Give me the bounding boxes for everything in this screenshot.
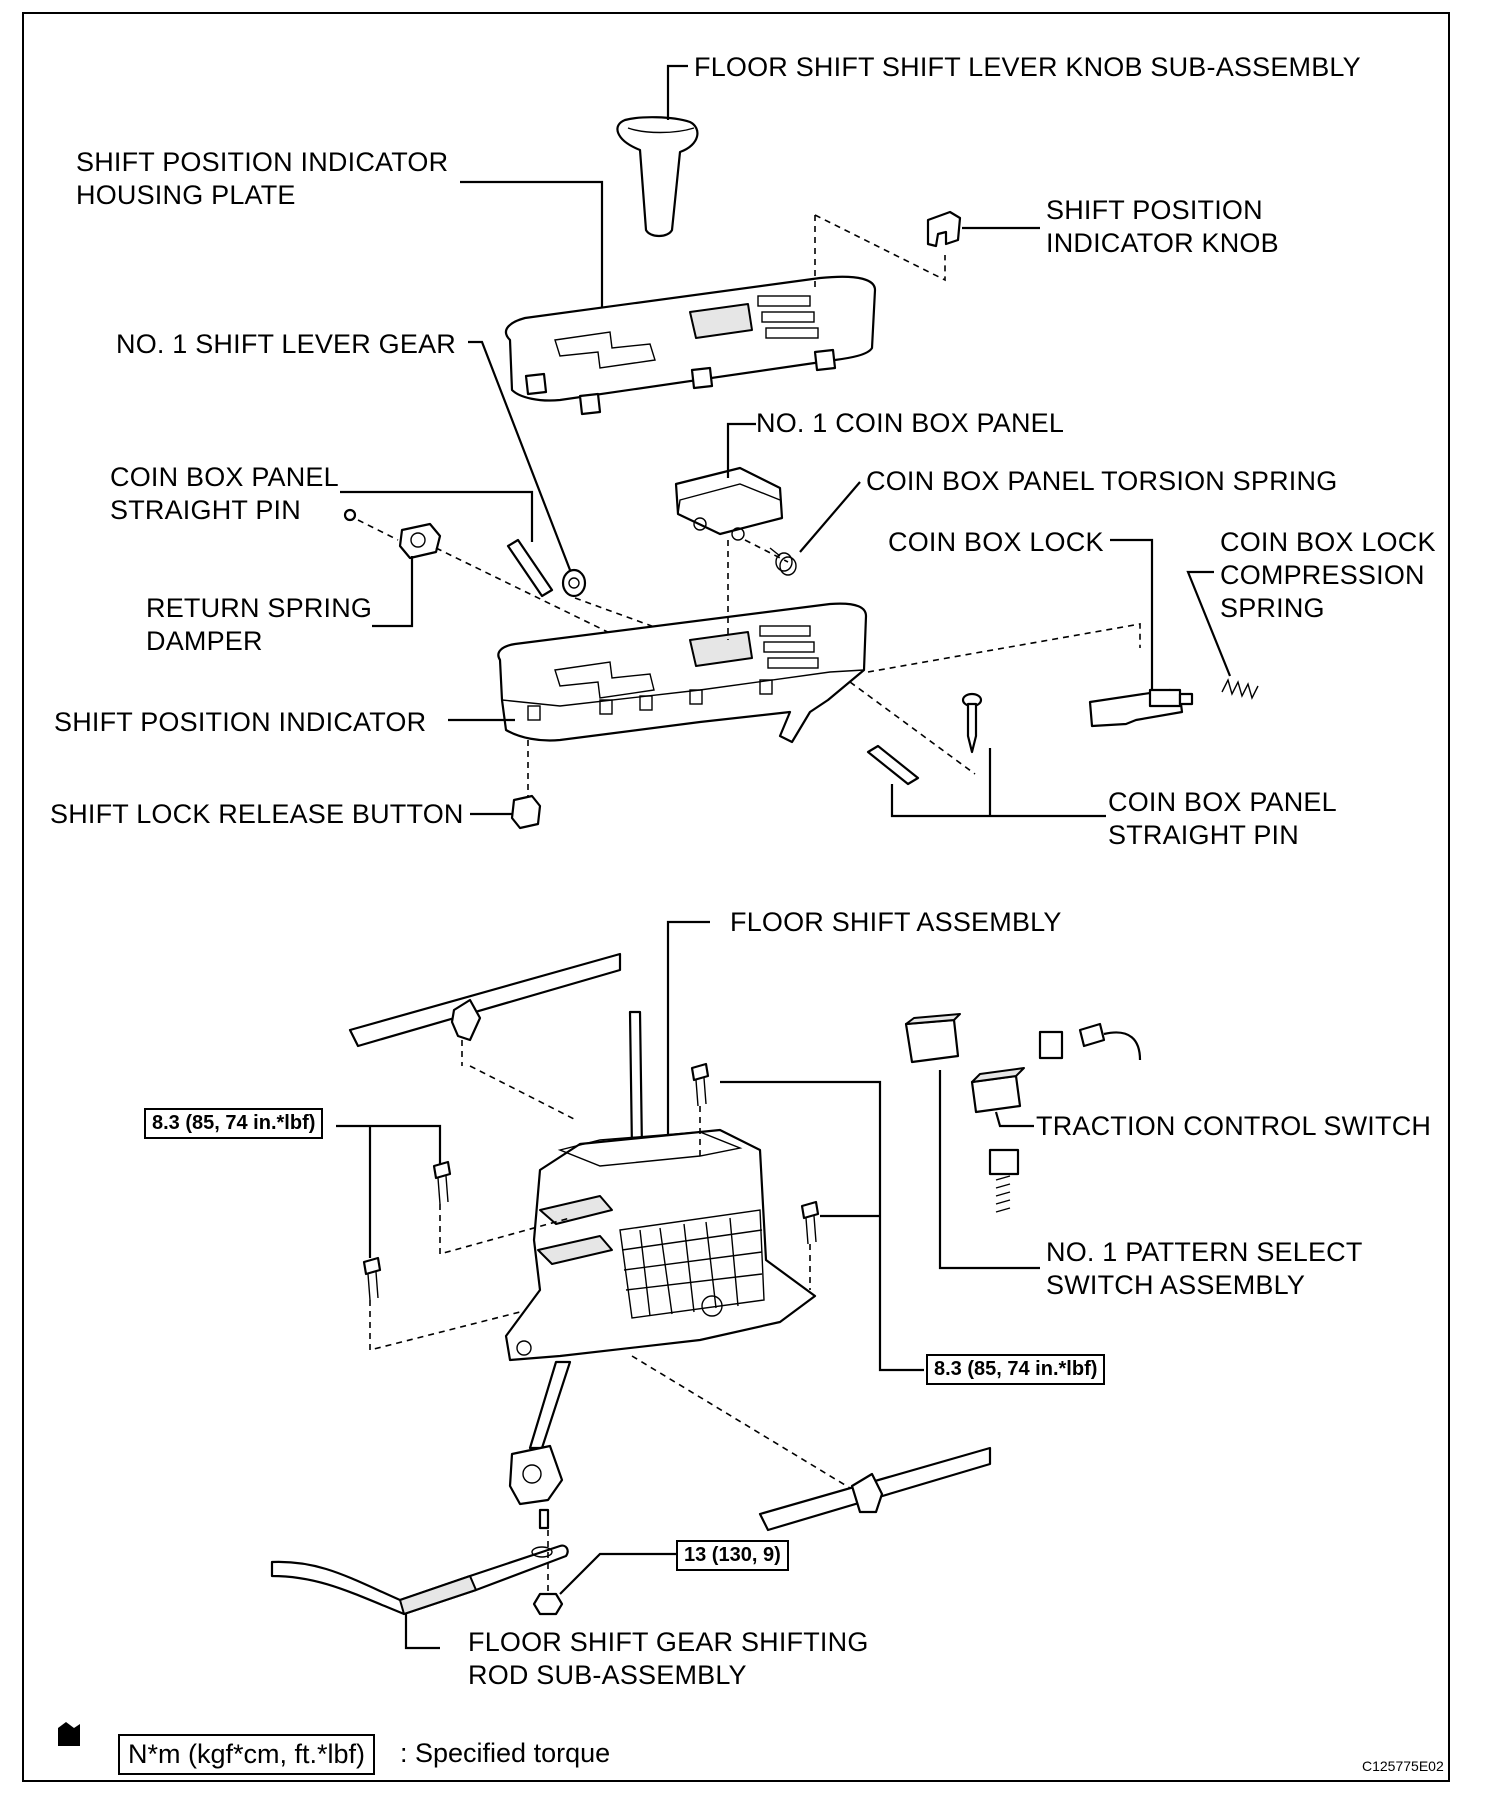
label-knob: FLOOR SHIFT SHIFT LEVER KNOB SUB-ASSEMBL…	[694, 52, 1361, 82]
label-straight-pin-right-1: COIN BOX PANEL	[1108, 787, 1337, 817]
bolt-1	[432, 1160, 452, 1205]
label-shift-position-indicator: SHIFT POSITION INDICATOR	[54, 707, 427, 737]
pattern-select-part	[988, 1148, 1020, 1213]
bolt-3	[690, 1062, 710, 1107]
compression-spring-part	[1221, 678, 1259, 700]
label-pattern-select-2: SWITCH ASSEMBLY	[1046, 1270, 1306, 1300]
legend-description: : Specified torque	[400, 1738, 611, 1768]
indicator-knob-part	[926, 210, 962, 248]
label-traction-control: TRACTION CONTROL SWITCH	[1036, 1111, 1432, 1141]
figure-id: C125775E02	[1362, 1758, 1444, 1774]
label-shifting-rod-2: ROD SUB-ASSEMBLY	[468, 1660, 747, 1690]
label-compression-spring-2: COMPRESSION	[1220, 560, 1425, 590]
legend-unit-box: N*m (kgf*cm, ft.*lbf)	[118, 1734, 376, 1775]
label-floor-shift-assembly: FLOOR SHIFT ASSEMBLY	[730, 907, 1062, 937]
switch-connector	[1038, 1022, 1142, 1061]
label-straight-pin-left-1: COIN BOX PANEL	[110, 462, 339, 492]
label-shifting-rod-1: FLOOR SHIFT GEAR SHIFTING	[468, 1627, 869, 1657]
switch-part-2	[970, 1067, 1025, 1114]
bolt-4	[800, 1200, 820, 1245]
label-compression-spring-1: COIN BOX LOCK	[1220, 527, 1436, 557]
label-straight-pin-left-2: STRAIGHT PIN	[110, 495, 301, 525]
switch-part-1	[904, 1013, 961, 1064]
label-compression-spring-3: SPRING	[1220, 593, 1325, 623]
torque-spec-rod: 13 (130, 9)	[676, 1540, 789, 1571]
torsion-spring-part	[769, 547, 797, 576]
nut	[532, 1592, 564, 1616]
label-housing-plate-1: SHIFT POSITION INDICATOR	[76, 147, 449, 177]
label-return-spring-1: RETURN SPRING	[146, 593, 373, 623]
shift-position-indicator-part	[497, 602, 868, 744]
housing-plate	[504, 275, 877, 416]
return-spring-damper-part	[398, 522, 442, 560]
floor-shift-assembly-part	[504, 1128, 817, 1362]
coin-box-panel-part	[674, 466, 784, 541]
label-coin-box-lock: COIN BOX LOCK	[888, 527, 1104, 557]
torque-spec-right: 8.3 (85, 74 in.*lbf)	[926, 1354, 1106, 1385]
cable-clip-upper	[450, 998, 482, 1042]
coin-box-lock-part	[1088, 688, 1194, 728]
label-coin-box-panel: NO. 1 COIN BOX PANEL	[756, 408, 1065, 438]
label-indicator-knob-1: SHIFT POSITION	[1046, 195, 1263, 225]
lock-pin	[961, 692, 983, 754]
label-return-spring-2: DAMPER	[146, 626, 263, 656]
label-torsion-spring: COIN BOX PANEL TORSION SPRING	[866, 466, 1338, 496]
torque-spec-left: 8.3 (85, 74 in.*lbf)	[144, 1108, 324, 1139]
label-straight-pin-right-2: STRAIGHT PIN	[1108, 820, 1299, 850]
cable-clip-lower	[850, 1472, 884, 1514]
label-pattern-select-1: NO. 1 PATTERN SELECT	[1046, 1237, 1363, 1267]
label-lever-gear: NO. 1 SHIFT LEVER GEAR	[116, 329, 456, 359]
shift-lever-knob	[616, 116, 699, 238]
lower-lever	[508, 1444, 564, 1506]
label-housing-plate-2: HOUSING PLATE	[76, 180, 296, 210]
torque-wrench-icon	[58, 1722, 80, 1746]
bolt-2	[362, 1256, 382, 1301]
diagram-frame	[22, 12, 1450, 1782]
label-indicator-knob-2: INDICATOR KNOB	[1046, 228, 1279, 258]
label-shift-lock-release: SHIFT LOCK RELEASE BUTTON	[50, 799, 464, 829]
